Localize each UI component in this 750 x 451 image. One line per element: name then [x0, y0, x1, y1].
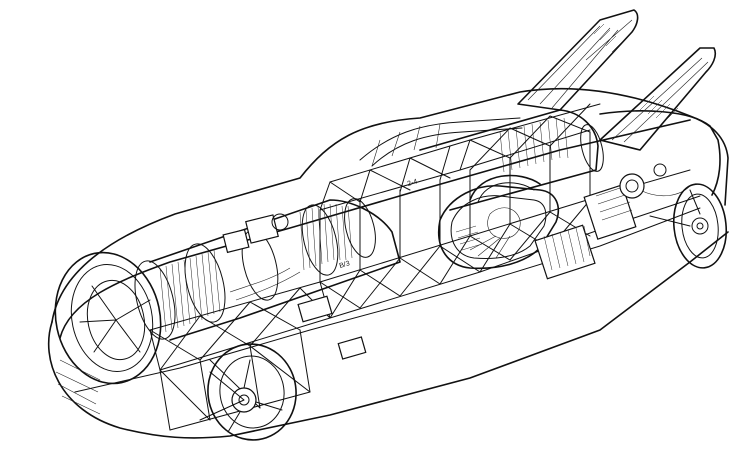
jet-engine — [134, 109, 604, 341]
tail-fins — [517, 9, 717, 151]
equipment-panels — [297, 163, 691, 360]
nose-intake — [54, 251, 162, 415]
frame-marking-1: 2-4 — [407, 178, 419, 188]
spaceframe-chassis — [149, 103, 701, 431]
front-wheel — [199, 343, 297, 441]
cockpit — [359, 117, 560, 270]
frame-marking-2: B/3 — [339, 260, 351, 270]
body-shell — [47, 87, 729, 439]
rear-wheel — [649, 183, 728, 269]
rear-hub — [619, 173, 645, 199]
